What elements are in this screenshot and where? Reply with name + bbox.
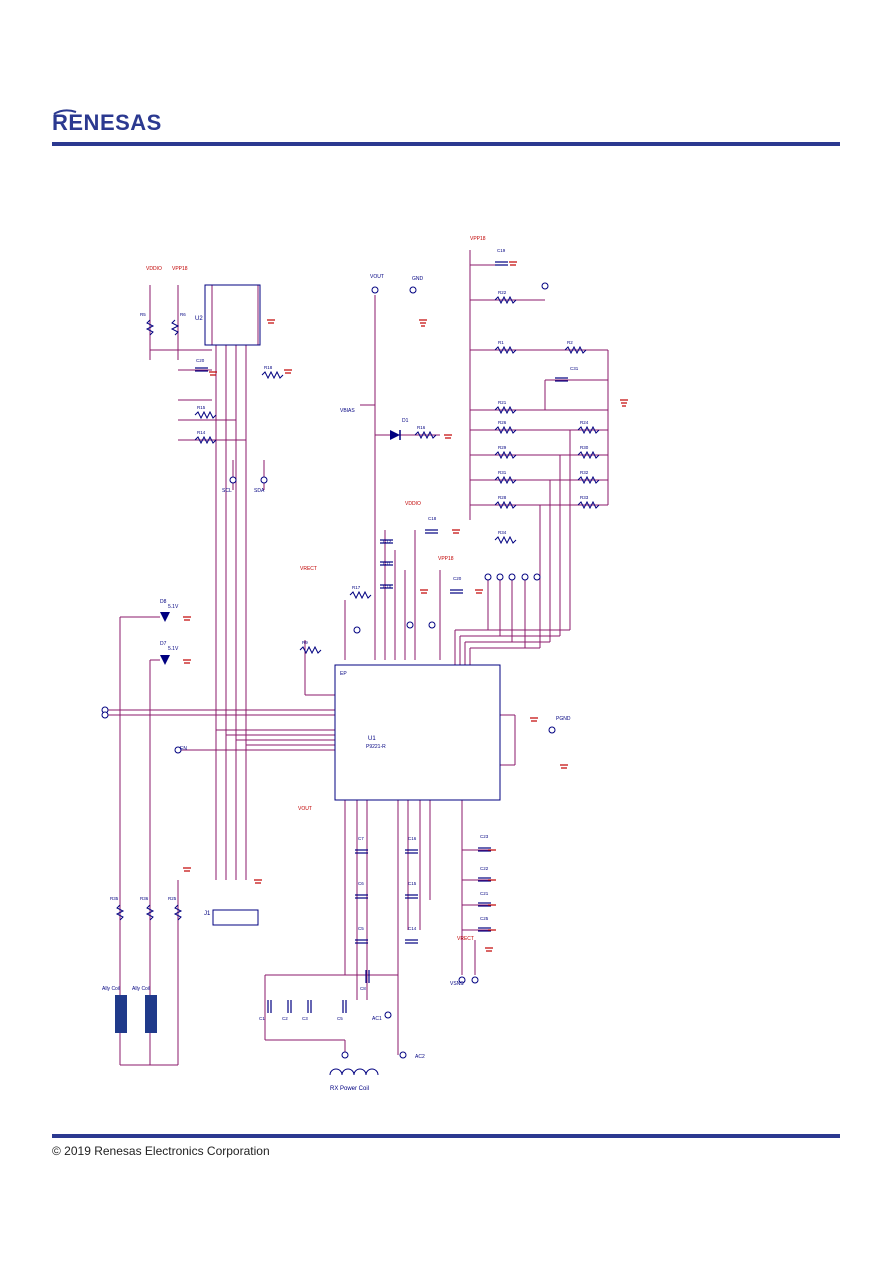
res-label-r30: R32 bbox=[580, 470, 589, 475]
resistor-symbols bbox=[115, 295, 600, 921]
net-vrect-b-label: VRECT bbox=[457, 936, 474, 942]
cap-label-c25: C25 bbox=[480, 916, 489, 921]
rx-coil-label: RX Power Coil bbox=[330, 1086, 369, 1092]
res-label-r14: R14 bbox=[197, 430, 206, 435]
cap-label-c8: C7 bbox=[358, 836, 364, 841]
ally-coil-1: Ally Coil bbox=[102, 986, 127, 1033]
cap-label-c10: C10 bbox=[383, 584, 392, 589]
logo-text: RENESAS bbox=[52, 110, 162, 135]
net-en-label: EN bbox=[180, 746, 187, 752]
res-label-r36: R36 bbox=[140, 896, 149, 901]
led-d1: D1 bbox=[390, 418, 409, 440]
res-label-r25: R28 bbox=[498, 495, 507, 500]
net-gnd-label: GND bbox=[412, 276, 424, 282]
net-vpp18c-label: VPP18 bbox=[438, 556, 454, 562]
res-label-r6: R6 bbox=[180, 312, 186, 317]
footer-rule bbox=[52, 1134, 840, 1138]
zener-d8: D8 5.1V bbox=[160, 599, 179, 622]
net-ac2-label: AC2 bbox=[415, 1054, 425, 1060]
u1-epad: EP bbox=[340, 671, 347, 677]
res-label-r31: R33 bbox=[580, 495, 589, 500]
res-label-r32: R34 bbox=[498, 530, 507, 535]
res-label-r16: R16 bbox=[417, 425, 426, 430]
ally-coil-2: Ally Coil bbox=[132, 986, 157, 1033]
net-vddio-b-label: VDDIO bbox=[405, 501, 421, 507]
cap-label-c31: C31 bbox=[570, 366, 579, 371]
net-vsns-label: VSNS bbox=[450, 981, 464, 987]
copyright-text: © 2019 Renesas Electronics Corporation bbox=[52, 1144, 270, 1158]
u2-body: U2 bbox=[195, 284, 261, 346]
cap-label-c21: C21 bbox=[480, 891, 489, 896]
res-label-r17: R17 bbox=[352, 585, 361, 590]
u1-ref: U1 bbox=[368, 736, 376, 742]
net-ac1-label: AC1 bbox=[372, 1016, 382, 1022]
d8-label: D8 bbox=[160, 599, 167, 605]
u1-part: P9221-R bbox=[366, 744, 386, 750]
cap-label-c2: C2 bbox=[282, 1016, 288, 1021]
net-vpp18-label: VPP18 bbox=[470, 236, 486, 242]
res-label-r29: R31 bbox=[498, 470, 507, 475]
net-vout-label: VOUT bbox=[370, 274, 384, 280]
u1-body: U1 P9221-R EP bbox=[334, 664, 501, 801]
net-vrect-label: VRECT bbox=[300, 566, 317, 572]
zener-d7: D7 5.1V bbox=[160, 641, 179, 665]
ally-coil-1-label: Ally Coil bbox=[102, 986, 120, 992]
net-sda-label: SDA bbox=[254, 488, 265, 494]
res-label-r35: R35 bbox=[110, 896, 119, 901]
res-label-r20: R22 bbox=[498, 290, 507, 295]
cap-label-c14: C14 bbox=[408, 926, 417, 931]
d7-label: D7 bbox=[160, 641, 167, 647]
res-label-r26: R29 bbox=[498, 445, 507, 450]
cap-label-c20b: C20 bbox=[196, 358, 205, 363]
res-label-r28: R30 bbox=[580, 445, 589, 450]
res-label-r24: R26 bbox=[498, 420, 507, 425]
net-vpp18b-label: VPP18 bbox=[172, 266, 188, 272]
res-label-r1: R1 bbox=[498, 340, 504, 345]
test-points bbox=[101, 282, 556, 1059]
cap-label-c20: C20 bbox=[453, 576, 462, 581]
res-label-r2: R2 bbox=[567, 340, 573, 345]
res-label-r5: R5 bbox=[140, 312, 146, 317]
cap-label-c9: C8 bbox=[360, 986, 366, 991]
d8-value: 5.1V bbox=[168, 604, 179, 610]
ally-coil-2-label: Ally Coil bbox=[132, 986, 150, 992]
cap-label-c16: C16 bbox=[408, 836, 417, 841]
net-scl-label: SCL bbox=[222, 488, 232, 494]
res-label-r22: R24 bbox=[580, 420, 589, 425]
cap-label-c22: C22 bbox=[480, 866, 489, 871]
ground-symbols bbox=[183, 261, 628, 952]
cap-label-c11: C11 bbox=[383, 561, 391, 566]
res-label-r18: R18 bbox=[264, 365, 273, 370]
d7-value: 5.1V bbox=[168, 646, 179, 652]
cap-label-c1: C1 bbox=[259, 1016, 265, 1021]
header-rule bbox=[52, 142, 840, 146]
cap-label-c23: C23 bbox=[480, 834, 489, 839]
net-vbias-label: VBIAS bbox=[340, 408, 355, 414]
rx-power-coil: RX Power Coil bbox=[329, 1068, 379, 1092]
cap-label-c12: C12 bbox=[383, 539, 392, 544]
j1-ref: J1 bbox=[204, 911, 211, 917]
cap-label-c7: C6 bbox=[358, 881, 364, 886]
j1-connector: J1 bbox=[204, 909, 259, 926]
d1-label: D1 bbox=[402, 418, 409, 424]
cap-label-c18: C18 bbox=[428, 516, 437, 521]
renesas-logo: RENESAS bbox=[52, 109, 162, 135]
cap-label-c6: C5 bbox=[358, 926, 364, 931]
net-vddio-label: VDDIO bbox=[146, 266, 162, 272]
cap-label-c15: C15 bbox=[408, 881, 417, 886]
res-label-r15: R15 bbox=[197, 405, 206, 410]
net-vout2-label: VOUT bbox=[298, 806, 312, 812]
cap-label-c5: C5 bbox=[337, 1016, 343, 1021]
net-pgnd-label: PGND bbox=[556, 716, 571, 722]
res-label-r23: R25 bbox=[168, 896, 177, 901]
u2-ref: U2 bbox=[195, 316, 203, 322]
cap-label-c19: C19 bbox=[497, 248, 506, 253]
res-label-r9: R9 bbox=[302, 640, 308, 645]
capacitor-symbols bbox=[195, 261, 568, 1013]
cap-label-c3: C3 bbox=[302, 1016, 308, 1021]
res-label-r19: R21 bbox=[498, 400, 507, 405]
